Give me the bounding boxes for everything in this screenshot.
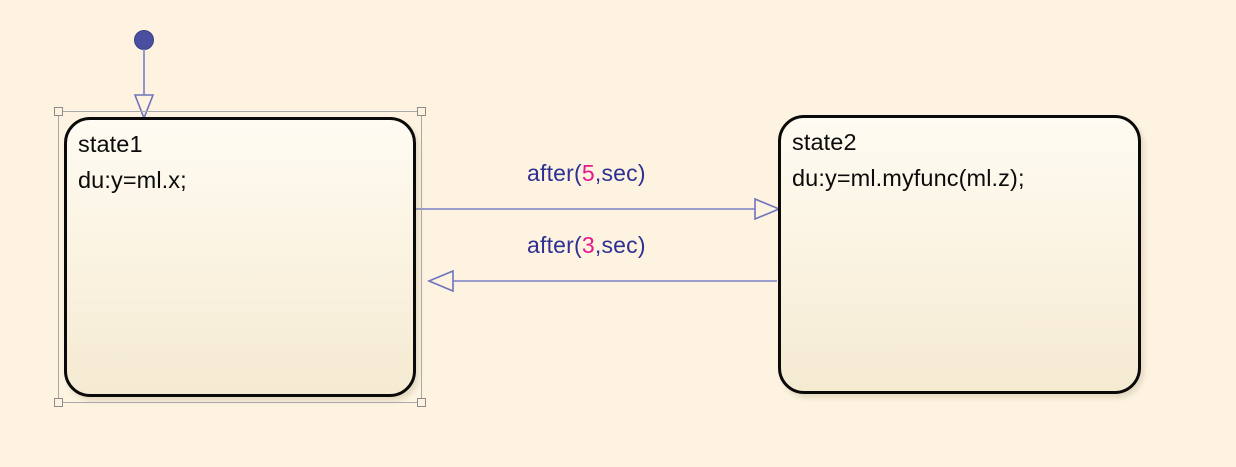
state-block-state1[interactable]: state1 du:y=ml.x; [64,117,416,397]
transition-2-label-suffix: ,sec) [594,232,646,258]
resize-handle-top-left[interactable] [54,107,63,116]
resize-handle-bottom-right[interactable] [417,398,426,407]
state2-label: state2 du:y=ml.myfunc(ml.z); [792,124,1025,196]
transition-2-label-prefix: after( [527,232,582,258]
transition-2-label[interactable]: after(3,sec) [527,232,646,259]
transition-2-label-value: 3 [581,232,595,258]
state1-label: state1 du:y=ml.x; [78,126,187,198]
resize-handle-bottom-left[interactable] [54,398,63,407]
state1-action: du:y=ml.x; [78,167,187,193]
state1-name: state1 [78,131,143,157]
state2-action: du:y=ml.myfunc(ml.z); [792,165,1025,191]
transition-state1-to-state2[interactable] [416,197,782,221]
state-block-state2[interactable]: state2 du:y=ml.myfunc(ml.z); [778,115,1141,394]
default-transition-arrowhead [133,94,155,121]
default-transition-dot[interactable] [134,30,154,50]
transition-2-arrowhead [426,269,454,293]
default-transition[interactable] [133,30,155,121]
transition-1-arrowhead [754,197,782,221]
transition-1-label-prefix: after( [527,160,582,186]
transition-1-label[interactable]: after(5,sec) [527,160,646,187]
transition-state2-to-state1[interactable] [426,269,777,293]
transition-1-label-suffix: ,sec) [594,160,646,186]
state2-name: state2 [792,129,857,155]
resize-handle-top-right[interactable] [417,107,426,116]
transition-1-label-value: 5 [581,160,595,186]
